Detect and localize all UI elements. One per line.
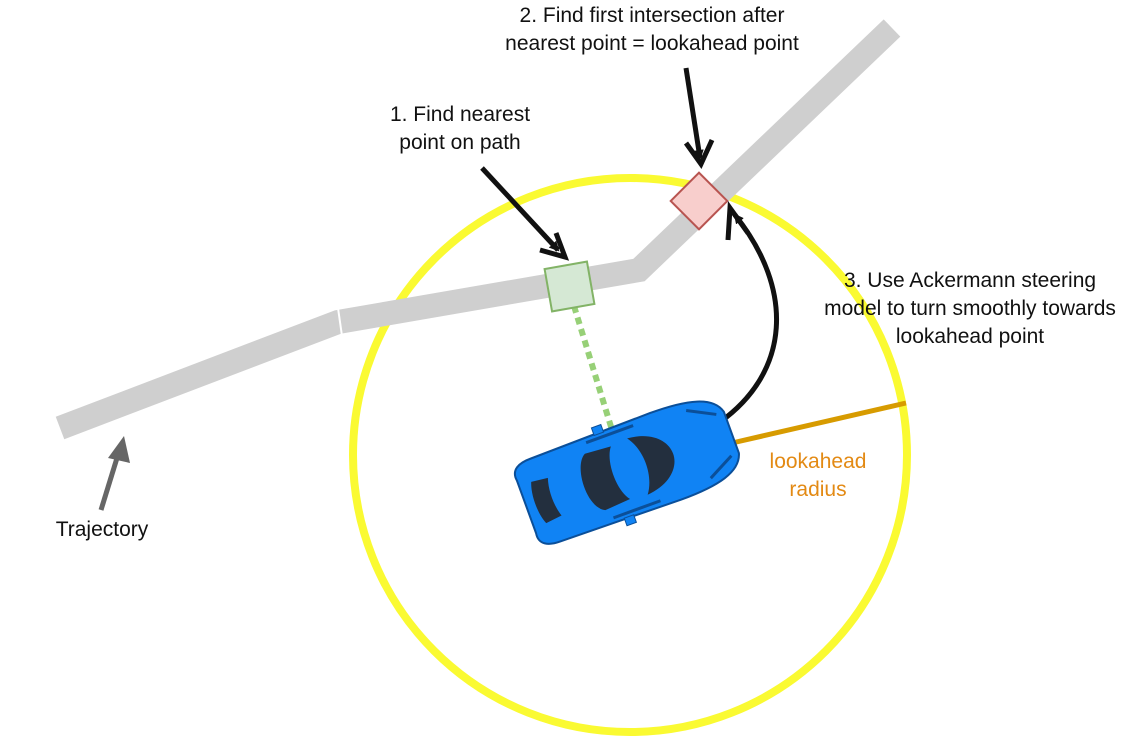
lookahead-circle — [349, 174, 911, 736]
step2-label-line1: 2. Find first intersection after — [520, 4, 785, 27]
steering-arc-arrow — [718, 213, 780, 425]
nearest-point-marker — [543, 260, 596, 313]
step2-arrow — [683, 67, 704, 160]
step3-label-line2: model to turn smoothly towards — [824, 297, 1116, 320]
step2-label-line2: nearest point = lookahead point — [505, 32, 799, 55]
lookahead-radius-line — [731, 400, 907, 446]
step1-label-line2: point on path — [399, 131, 520, 154]
step1-arrow — [480, 166, 560, 252]
trajectory-label: Trajectory — [56, 518, 149, 541]
trajectory-path — [55, 19, 901, 440]
lookahead-point-marker — [669, 171, 729, 231]
step1-label-line1: 1. Find nearest — [390, 103, 530, 126]
step3-label-line3: lookahead point — [896, 325, 1044, 348]
step3-label-line1: 3. Use Ackermann steering — [844, 269, 1096, 292]
radius-label-line1: lookahead — [770, 450, 867, 473]
car-top-view-icon — [513, 400, 740, 545]
radius-label-line2: radius — [789, 478, 846, 501]
nearest-distance-line — [571, 305, 615, 431]
